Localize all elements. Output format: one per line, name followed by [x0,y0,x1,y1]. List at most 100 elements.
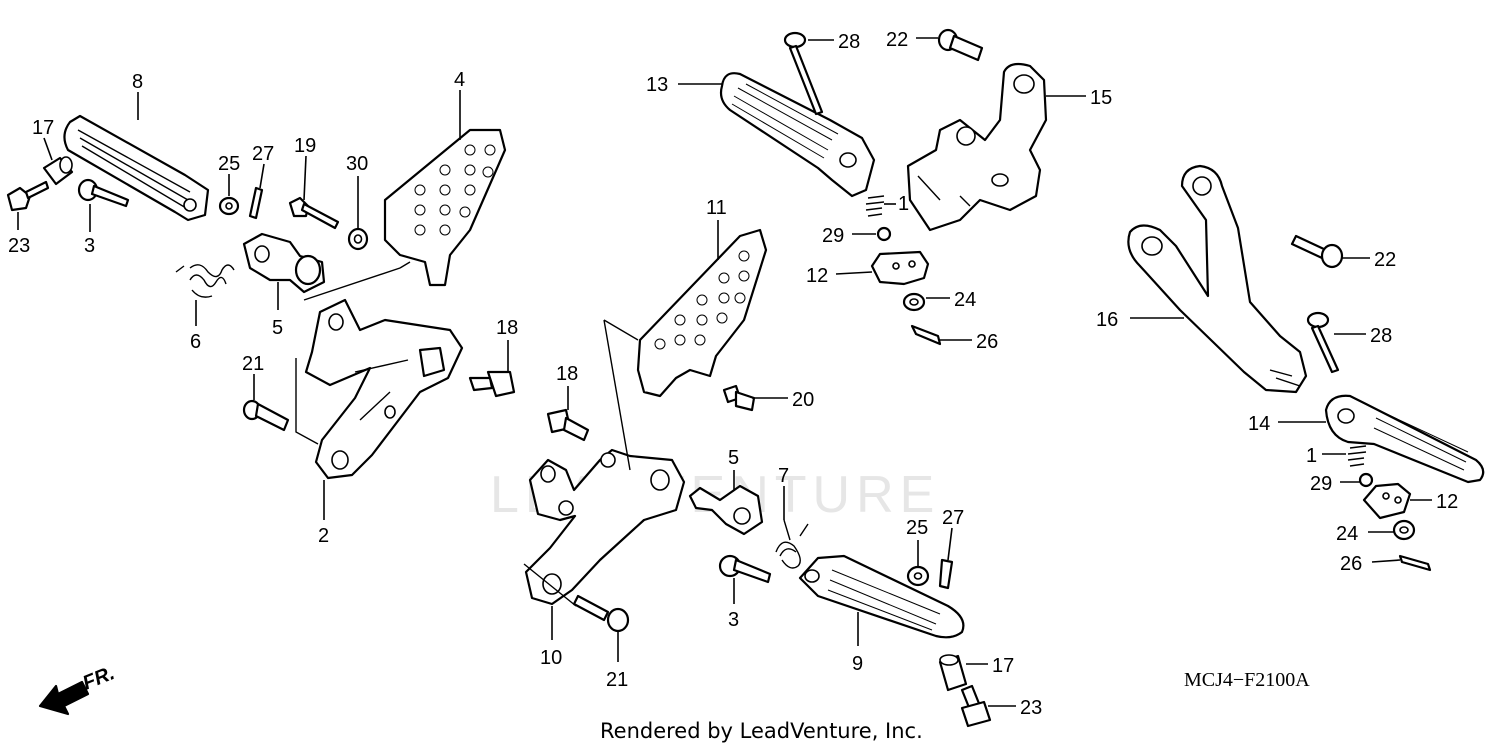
callout-26: 26 [1340,553,1362,575]
callouts-left: 8 17 23 3 25 27 19 30 4 6 5 21 2 18 [8,69,518,547]
bolt-part-21-center[interactable] [572,594,630,633]
front-arrow-icon [38,680,90,716]
callout-21: 21 [242,353,264,375]
callouts-top: 13 28 22 15 1 29 12 24 26 [646,29,1112,353]
callout-24: 24 [954,289,976,311]
callout-12: 12 [806,265,828,287]
bolt-part-23-left[interactable] [6,180,50,212]
cotter-part-26-right[interactable] [1398,554,1432,572]
callout-2: 2 [318,525,329,547]
callout-5: 5 [272,317,283,339]
spring-part-1-right[interactable] [1347,445,1367,467]
heel-guard-part-4[interactable] [383,128,507,287]
collar-part-17[interactable] [42,156,74,186]
callout-28: 28 [838,31,860,53]
front-direction-indicator: FR. [38,662,118,716]
footpeg-part-13[interactable] [719,72,876,198]
callout-12: 12 [1436,491,1458,513]
callout-5: 5 [728,447,739,469]
bracket-part-5-center[interactable] [688,484,764,536]
spring-part-1-top[interactable] [865,195,885,217]
pin-part-3-left[interactable] [77,178,130,208]
callouts-right: 16 22 28 14 1 29 12 24 26 [1096,249,1458,575]
assembly-leader-left [295,261,411,445]
callout-14: 14 [1248,413,1270,435]
callout-3: 3 [728,609,739,631]
callout-28: 28 [1370,325,1392,347]
footpeg-part-8[interactable] [63,114,210,222]
callout-20: 20 [792,389,814,411]
callout-17: 17 [992,655,1014,677]
pin-part-28-right[interactable] [1306,311,1340,374]
callout-18: 18 [496,317,518,339]
plate-part-12-top[interactable] [870,250,930,286]
cotter-pin-part-27-left[interactable] [248,186,264,220]
bracket-part-16[interactable] [1127,164,1308,394]
callouts-center: 11 18 20 5 7 25 27 3 9 10 21 17 23 [540,197,1042,719]
ball-part-29-top[interactable] [876,226,892,242]
callout-29: 29 [1310,473,1332,495]
bolt-part-18-left[interactable] [468,370,516,398]
bracket-part-15[interactable] [906,62,1048,232]
washer-part-25-left[interactable] [218,196,240,216]
callout-11: 11 [706,197,727,219]
callout-22: 22 [1374,249,1396,271]
pin-part-3-center[interactable] [718,554,772,584]
bracket-part-10[interactable] [524,448,686,606]
heel-guard-part-11[interactable] [636,228,768,398]
bolt-part-20[interactable] [722,384,756,412]
callout-19: 19 [294,135,316,157]
bolt-part-22-top[interactable] [937,28,984,62]
callout-25: 25 [906,517,928,539]
spring-part-6[interactable] [175,264,235,298]
callout-27: 27 [252,143,274,165]
callout-7: 7 [778,465,789,487]
callout-24: 24 [1336,523,1358,545]
bolt-part-22-right[interactable] [1290,234,1344,269]
bolt-part-23-center[interactable] [960,684,992,728]
bolt-part-19[interactable] [288,196,340,230]
plate-part-12-right[interactable] [1362,482,1412,520]
washer-part-25-center[interactable] [906,565,930,587]
callout-16: 16 [1096,309,1118,331]
callout-22: 22 [886,29,908,51]
callout-25: 25 [218,153,240,175]
washer-part-30[interactable] [347,227,369,251]
callout-3: 3 [84,235,95,257]
front-label: FR. [80,662,118,694]
callout-10: 10 [540,647,562,669]
footpeg-part-14[interactable] [1324,394,1485,484]
washer-part-24-right[interactable] [1392,519,1416,541]
footpeg-part-9[interactable] [798,554,965,639]
callout-17: 17 [32,117,54,139]
bolt-part-21-left[interactable] [242,399,290,432]
callout-30: 30 [346,153,368,175]
callout-27: 27 [942,507,964,529]
cotter-part-27-center[interactable] [938,558,954,590]
cotter-part-26-top[interactable] [910,324,942,346]
callout-23: 23 [1020,697,1042,719]
spring-part-7[interactable] [775,519,809,569]
callout-21: 21 [606,669,628,691]
callout-4: 4 [454,69,465,91]
callout-6: 6 [190,331,201,353]
callout-29: 29 [822,225,844,247]
washer-part-24-top[interactable] [902,292,926,312]
pin-part-28-top[interactable] [783,31,824,116]
collar-part-17-center[interactable] [938,654,968,692]
ball-part-29-right[interactable] [1358,472,1374,488]
callout-23: 23 [8,235,30,257]
callout-26: 26 [976,331,998,353]
callout-1: 1 [1306,445,1317,467]
callout-15: 15 [1090,87,1112,109]
callout-9: 9 [852,653,863,675]
assembly-leader-center [523,319,639,607]
bracket-part-5-left[interactable] [242,232,326,294]
callout-8: 8 [132,71,143,93]
bracket-plate-part-2[interactable] [304,298,464,480]
callout-13: 13 [646,74,668,96]
bolt-part-18-center[interactable] [546,408,590,442]
footer-credit: Rendered by LeadVenture, Inc. [600,719,923,743]
